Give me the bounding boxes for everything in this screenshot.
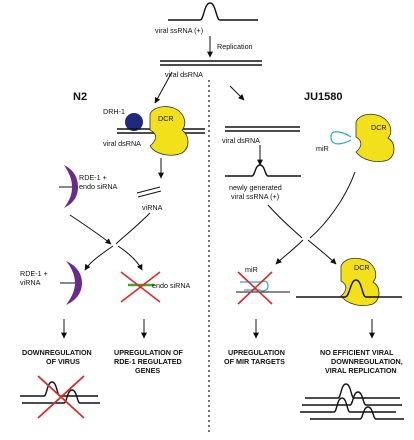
- endo-sirna-crossed: [120, 271, 161, 303]
- new-ssrna-line2: viral ssRNA (+): [231, 192, 279, 201]
- crossed-virus: [20, 375, 100, 419]
- dcr-label-left: DCR: [158, 114, 174, 123]
- dcr-protein-right: [355, 113, 395, 162]
- outcome-rde1-up-3: GENES: [135, 366, 160, 375]
- arrow-to-n2: [154, 71, 173, 104]
- viral-dsrna-label-left: viral dsRNA: [103, 139, 141, 148]
- new-viral-ssrna: [225, 164, 301, 177]
- swap-arrow-in-right-a: [267, 204, 303, 239]
- swap-arrow-out-right: [117, 245, 143, 271]
- outcome-rde1-up-2: RDE-1 REGULATED: [114, 357, 182, 366]
- virna-fragment: [136, 186, 162, 198]
- outcome-mir-up-2: OF MIR TARGETS: [224, 357, 285, 366]
- swap-arrow-in: [115, 212, 151, 245]
- swap-arrow-in-right-b: [309, 171, 356, 239]
- outcome-virus-down-2: OF VIRUS: [46, 357, 80, 366]
- replicating-virus: [300, 383, 404, 420]
- swap-arrow-out-right-a: [275, 239, 304, 265]
- outcome-viral-rep-1: NO EFFICIENT VIRAL: [320, 348, 394, 357]
- outcome-viral-rep-3: VIRAL REPLICATION: [325, 366, 397, 375]
- header-n2: N2: [73, 91, 87, 103]
- arrow-to-ju1580: [229, 85, 245, 101]
- dcr-complex-left: [117, 106, 205, 156]
- top-dsrna: [160, 60, 262, 66]
- top-dsrna-label: viral dsRNA: [165, 70, 203, 79]
- viral-ssrna-strand: [168, 2, 258, 21]
- swap-arrow-out-left: [84, 245, 114, 271]
- mir-label-right: miR: [316, 144, 329, 153]
- rde1-virna-line2: viRNA: [20, 278, 41, 287]
- viral-dsrna-label-right: viral dsRNA: [222, 136, 260, 145]
- new-ssrna-line1: newly generated: [229, 183, 282, 192]
- viral-ssrna-label: viral ssRNA (+): [155, 26, 203, 35]
- rde1-virna-complex: [60, 261, 82, 305]
- dcr-mir-complex: [330, 113, 395, 162]
- rde1-endo-sirna-complex: [59, 165, 78, 208]
- replication-label: Replication: [217, 42, 253, 51]
- swap-arrow-out-right-b: [307, 239, 337, 265]
- drh1-protein: [125, 113, 143, 131]
- drh1-label: DRH-1: [103, 107, 125, 116]
- dcr-protein-left: [149, 106, 189, 156]
- outcome-mir-up-1: UPREGULATION: [228, 348, 285, 357]
- virna-label: viRNA: [142, 203, 163, 212]
- dsrna-right: [225, 126, 300, 132]
- dcr-label-right: DCR: [371, 123, 387, 132]
- rde1-protein-bottom: [66, 261, 82, 305]
- endo-sirna-label: endo siRNA: [152, 281, 191, 290]
- dcr-on-virus: [296, 257, 402, 306]
- mir-loop-top: [330, 131, 352, 145]
- rde1-virna-line1: RDE-1 +: [20, 269, 48, 278]
- dcr-label-bottom: DCR: [354, 263, 370, 272]
- dcr-protein-bottom: [340, 257, 380, 306]
- outcome-virus-down-1: DOWNREGULATION: [22, 348, 92, 357]
- mir-crossed: [236, 271, 290, 305]
- rde1-protein-top: [64, 165, 78, 208]
- rde1-endo-line2: endo siRNA: [79, 182, 118, 191]
- outcome-viral-rep-2: DOWNREGULATION,: [331, 357, 403, 366]
- rde1-endo-line1: RDE-1 +: [79, 173, 107, 182]
- swap-arrow-left: [69, 214, 112, 245]
- outcome-rde1-up-1: UPREGULATION OF: [114, 348, 184, 357]
- header-ju1580: JU1580: [304, 91, 343, 103]
- mir-label-crossed: miR: [245, 265, 258, 274]
